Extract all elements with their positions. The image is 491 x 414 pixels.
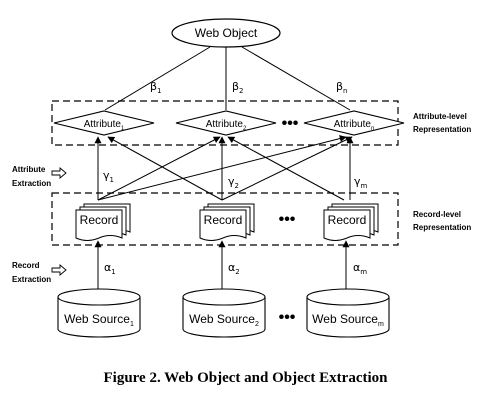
edge-rm-a2 <box>227 136 345 201</box>
web-source-2-label: Web Source2 <box>189 312 259 328</box>
record-extraction-arrow-icon <box>51 264 67 276</box>
record-level-label-line1: Record-level <box>413 210 461 219</box>
attribute-n-label: Attributen <box>334 119 375 132</box>
gamma-m-label: γm <box>354 175 368 190</box>
alpha-m-label: αm <box>353 261 367 276</box>
web-source-m-label: Web Sourcem <box>312 312 384 328</box>
edge-beta-1 <box>104 46 211 111</box>
gamma-2-label: γ2 <box>228 175 239 190</box>
record-to-attribute-edges <box>94 135 354 201</box>
attribute-extraction-label-line2: Extraction <box>12 179 51 188</box>
record-m-document-icon <box>323 209 371 241</box>
attribute-level-label-line1: Attribute-level <box>413 112 467 121</box>
record-level-box <box>51 192 399 246</box>
web-source-1-label: Web Source1 <box>64 312 134 328</box>
attribute-n-node: Attributen <box>303 110 405 136</box>
record-1-document-icon <box>75 209 123 241</box>
web-source-m-database-icon <box>306 297 390 338</box>
web-object-node: Web Object <box>171 18 281 48</box>
web-source-2-database-icon <box>182 297 266 338</box>
edge-beta-n <box>241 46 351 111</box>
beta-1-label: β1 <box>150 80 162 95</box>
alpha-1-label: α1 <box>104 261 116 276</box>
record-extraction-label-line2: Extraction <box>12 275 51 284</box>
beta-n-label: βn <box>336 80 347 95</box>
attribute-extraction-label-line1: Attribute <box>12 165 46 174</box>
web-source-1-node: Web Source1 <box>57 288 141 338</box>
source-to-record-edges <box>94 240 350 290</box>
record-1-label: Record <box>80 213 119 227</box>
record-2-document-icon <box>199 209 247 241</box>
attribute-level-label-line2: Representation <box>413 125 471 134</box>
object-to-attribute-edges <box>104 46 351 111</box>
figure-caption: Figure 2. Web Object and Object Extracti… <box>103 370 388 386</box>
source-ellipsis: ••• <box>279 309 296 326</box>
record-m-label: Record <box>328 213 367 227</box>
record-2-label: Record <box>204 213 243 227</box>
web-source-m-node: Web Sourcem <box>306 288 390 338</box>
record-extraction-label-line1: Record <box>12 261 40 270</box>
record-level-label-line2: Representation <box>413 223 471 232</box>
edge-r1-a2 <box>97 136 221 201</box>
record-1-node: Record <box>75 203 131 241</box>
web-object-label: Web Object <box>195 26 258 40</box>
web-source-1-database-icon <box>57 297 141 338</box>
beta-2-label: β2 <box>232 80 244 95</box>
edge-r2-a1 <box>107 136 223 201</box>
attribute-2-label: Attribute2 <box>206 119 247 132</box>
attribute-extraction-arrow-icon <box>51 167 67 179</box>
alpha-2-label: α2 <box>228 261 240 276</box>
attribute-1-node: Attribute1 <box>53 110 155 136</box>
record-ellipsis: ••• <box>279 211 296 228</box>
record-m-node: Record <box>323 203 379 241</box>
gamma-1-label: γ1 <box>103 169 114 184</box>
attribute-ellipsis: ••• <box>282 115 299 132</box>
record-2-node: Record <box>199 203 255 241</box>
web-source-2-node: Web Source2 <box>182 288 266 338</box>
attribute-2-node: Attribute2 <box>175 110 277 136</box>
attribute-1-label: Attribute1 <box>84 119 125 132</box>
